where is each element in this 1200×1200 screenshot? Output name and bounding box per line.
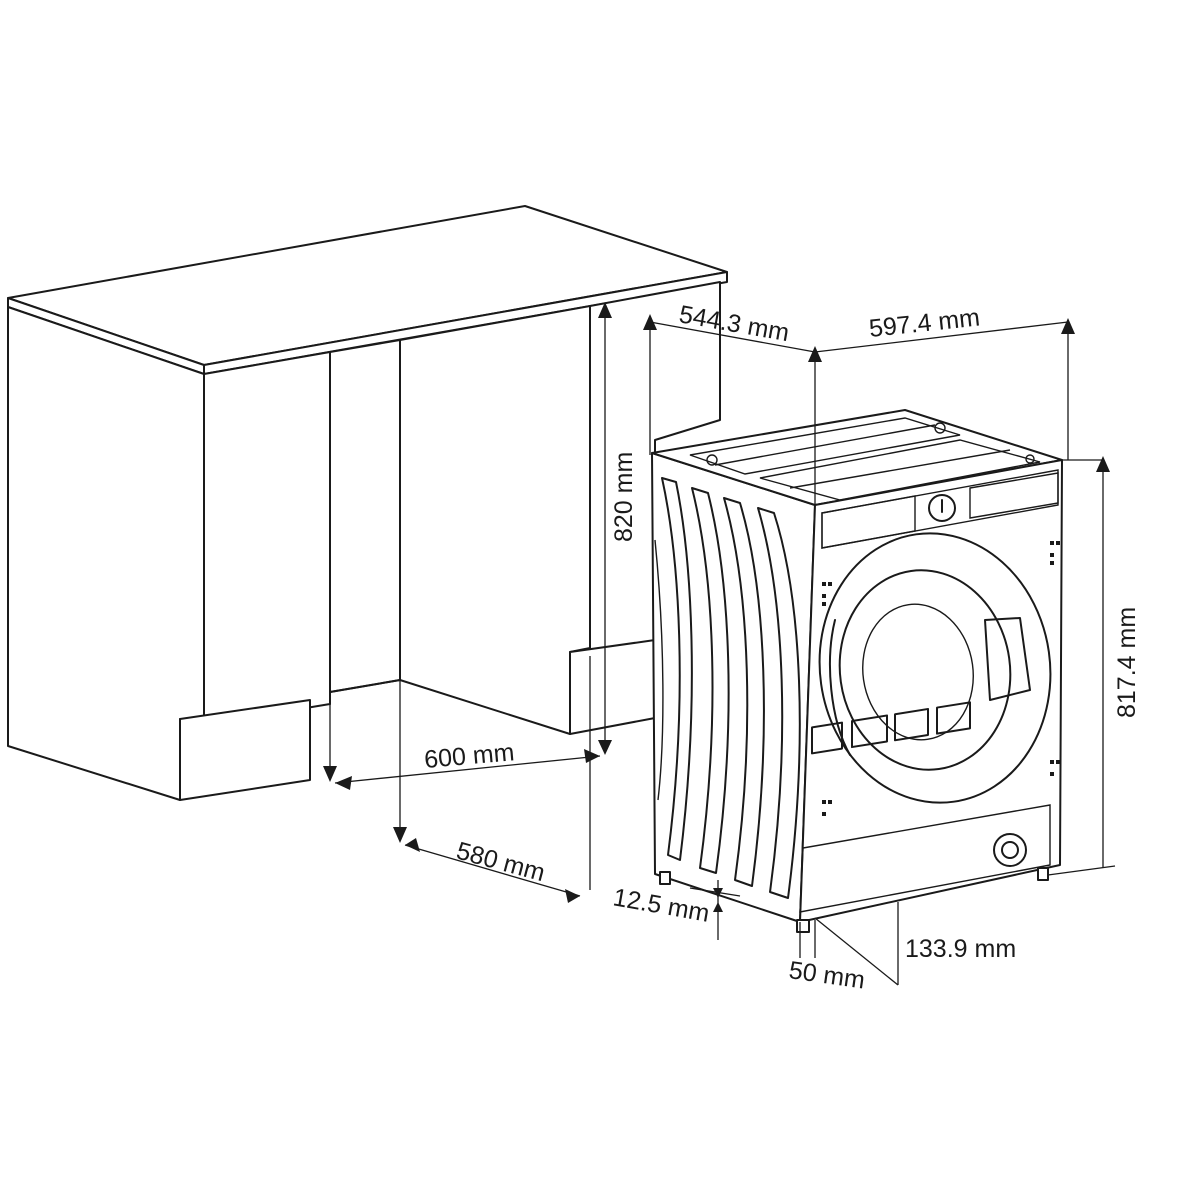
dimension-lines: [323, 302, 1116, 986]
arrow-up-icon: [1096, 456, 1110, 472]
label-depth-niche: 580 mm: [453, 837, 547, 887]
top-screw-2: [934, 422, 946, 434]
mounting-holes: [822, 541, 1060, 816]
drain-pump-filter-icon: [993, 833, 1027, 867]
arrow-right-icon: [565, 889, 580, 903]
mount-dot: [1050, 561, 1054, 565]
door-outer-ring: [818, 532, 1052, 804]
mount-dot: [1050, 760, 1054, 764]
side-rib-1: [661, 477, 693, 861]
dim-line-600: [334, 755, 601, 784]
niche-inner-partition: [399, 305, 591, 735]
niche-back-wall: [329, 339, 401, 693]
door-hinge: [829, 619, 851, 756]
mount-dot: [822, 582, 826, 586]
side-rib-3: [723, 497, 765, 887]
mount-dot: [1050, 553, 1054, 557]
arrow-up-icon: [643, 314, 657, 330]
arrow-down-icon: [598, 740, 612, 755]
label-plinth-height: 133.9 mm: [905, 935, 1016, 963]
side-rib-4: [757, 507, 801, 899]
side-ribs: [654, 477, 801, 899]
mount-dot: [822, 800, 826, 804]
mount-dot: [822, 812, 826, 816]
plinth-slot: [936, 701, 971, 735]
ext-line-817-bottom: [1047, 865, 1116, 876]
top-screw-3: [1025, 454, 1035, 464]
plinth-slot: [811, 721, 843, 755]
arrow-up-icon: [713, 902, 723, 912]
arrow-left-icon: [405, 838, 420, 852]
machine-foot: [796, 919, 810, 933]
machine-foot: [659, 871, 671, 885]
machine-bottom-plinth: [799, 804, 1051, 913]
niche-floor-edge: [329, 679, 401, 693]
side-recess: [654, 539, 664, 801]
dim-line-544: [649, 321, 816, 353]
label-width-machine: 597.4 mm: [868, 303, 981, 342]
plinth-slot: [851, 714, 888, 749]
mount-dot: [828, 800, 832, 804]
cabinet-left-door: [203, 351, 331, 726]
top-rail-2: [789, 449, 1011, 489]
label-width-niche: 600 mm: [423, 738, 515, 774]
machine-side-panel: [651, 452, 816, 923]
mount-dot: [1050, 541, 1054, 545]
drain-pump-inner: [1001, 841, 1019, 859]
top-screw-1: [706, 454, 718, 466]
mount-dot: [1056, 760, 1060, 764]
dim-line-597: [814, 321, 1069, 353]
ext-line-12-5: [689, 887, 741, 897]
door-glass: [862, 603, 974, 741]
cabinet-right-plinth: [569, 639, 656, 735]
cabinet-left-plinth: [179, 699, 311, 801]
mount-dot: [1056, 541, 1060, 545]
label-height-niche: 820 mm: [610, 452, 638, 542]
mount-dot: [1050, 772, 1054, 776]
top-plate-1: [689, 417, 961, 475]
label-foot-height: 12.5 mm: [611, 883, 712, 927]
mount-dot: [822, 594, 826, 598]
door-handle: [984, 617, 1031, 701]
program-knob-icon: [928, 494, 956, 522]
machine-foot: [1037, 867, 1049, 881]
dim-line-133-9: [814, 917, 899, 986]
arrow-left-icon: [335, 776, 352, 790]
cabinet-side-panel: [7, 306, 205, 801]
arrow-up-icon: [1061, 318, 1075, 334]
arrow-down-icon: [393, 827, 407, 843]
plinth-slots: [811, 701, 971, 755]
detergent-drawer: [821, 495, 916, 549]
label-height-machine: 817.4 mm: [1113, 607, 1141, 718]
side-rib-2: [691, 487, 730, 874]
mount-dot: [822, 602, 826, 606]
dim-line-580: [404, 844, 581, 897]
plinth-slot: [894, 708, 929, 742]
arrow-up-icon: [598, 302, 612, 318]
top-rail: [714, 424, 936, 466]
top-plate-2: [759, 439, 1041, 501]
door-inner-ring: [838, 569, 1012, 771]
washing-machine: [651, 409, 1063, 933]
machine-front: [799, 459, 1063, 923]
label-front-offset: 50 mm: [787, 956, 867, 994]
kitchen-cabinet: [7, 205, 728, 801]
mount-dot: [828, 582, 832, 586]
display-window: [969, 472, 1059, 519]
arrow-down-icon: [323, 766, 337, 782]
arrow-right-icon: [584, 749, 600, 763]
